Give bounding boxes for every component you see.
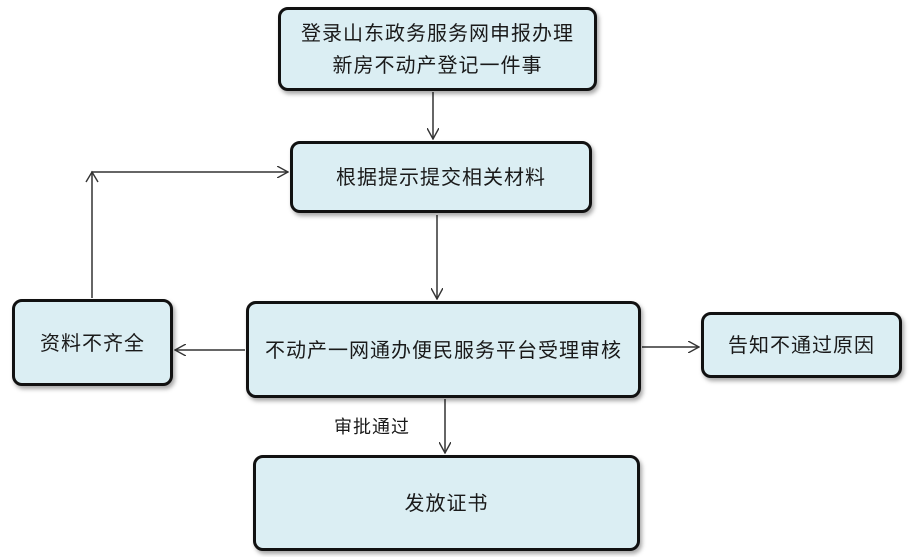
node-materials-incomplete-label: 资料不齐全 <box>40 330 145 355</box>
edge-label-approved: 审批通过 <box>334 417 410 438</box>
node-platform-review: 不动产一网通办便民服务平台受理审核 <box>246 301 641 398</box>
node-notify-reason: 告知不通过原因 <box>701 312 902 378</box>
node-login-apply: 登录山东政务服务网申报办理新房不动产登记一件事 <box>278 7 597 91</box>
node-login-apply-label: 登录山东政务服务网申报办理新房不动产登记一件事 <box>301 21 574 77</box>
node-issue-certificate: 发放证书 <box>253 455 640 551</box>
node-submit-materials-label: 根据提示提交相关材料 <box>336 165 546 189</box>
node-issue-certificate-label: 发放证书 <box>404 491 489 515</box>
arrow-missing-to-submit <box>91 172 288 298</box>
node-notify-reason-label: 告知不通过原因 <box>728 333 875 357</box>
node-platform-review-label: 不动产一网通办便民服务平台受理审核 <box>265 337 622 362</box>
node-materials-incomplete: 资料不齐全 <box>12 299 173 386</box>
arrowhead-up-corner <box>85 170 99 183</box>
node-submit-materials: 根据提示提交相关材料 <box>290 141 592 213</box>
